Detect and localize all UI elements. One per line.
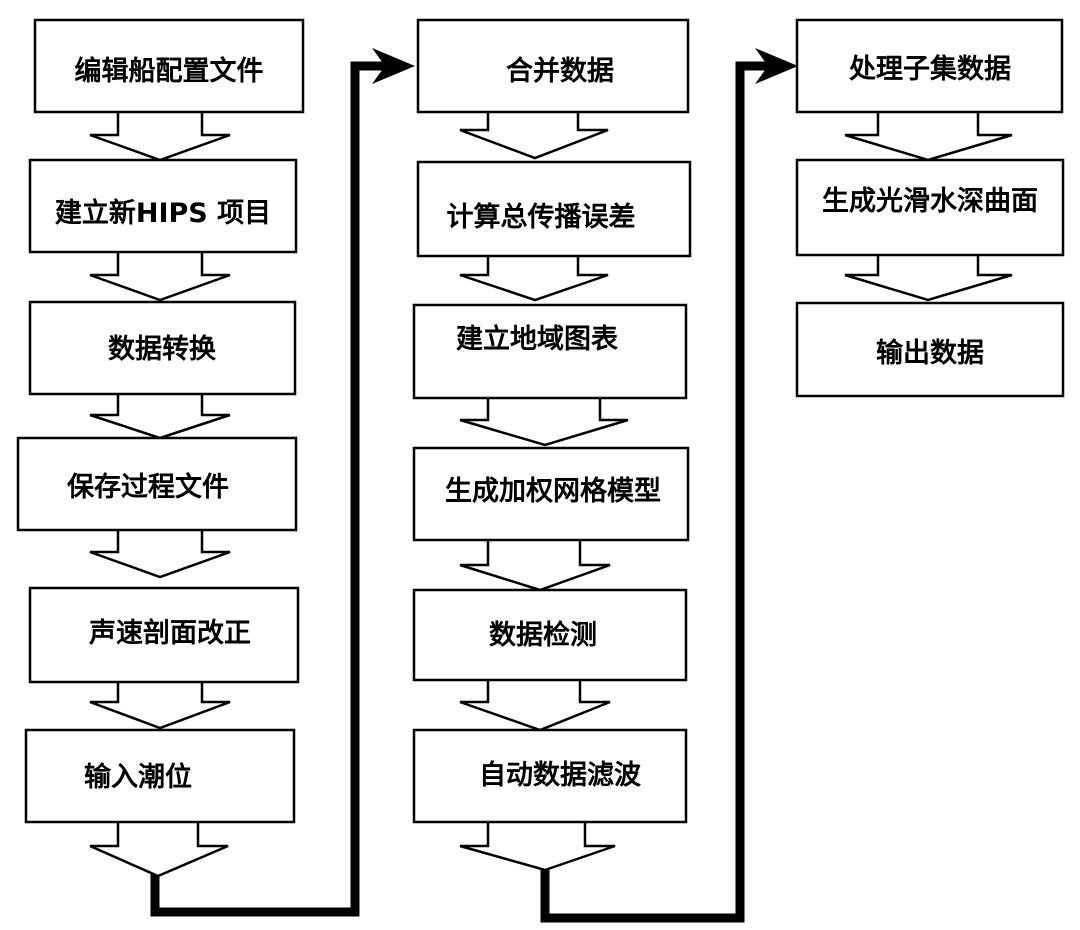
step-label: 生成加权网格模型 — [445, 476, 661, 507]
flow-arrow — [89, 682, 231, 730]
connector-column2-to-column3 — [540, 48, 798, 923]
flow-arrow — [459, 112, 609, 160]
step-label: 输入潮位 — [84, 761, 192, 793]
column-1: 编辑船配置文件 建立新HIPS 项目 数据转换 保存过程文件 声速剖面改正 输入… — [16, 18, 305, 878]
flow-arrow — [459, 398, 629, 447]
flow-arrow — [89, 112, 231, 162]
step-label: 编辑船配置文件 — [75, 55, 264, 87]
step-label: 计算总传播误差 — [447, 201, 636, 233]
step-box: 合并数据 — [416, 18, 690, 114]
step-box: 计算总传播误差 — [416, 160, 692, 258]
step-box: 输出数据 — [795, 301, 1065, 398]
step-box: 保存过程文件 — [16, 436, 298, 532]
flow-arrow — [459, 256, 609, 302]
step-box: 数据转换 — [28, 300, 297, 396]
step-box: 数据检测 — [412, 588, 688, 682]
step-label: 输出数据 — [876, 337, 984, 369]
step-box: 输入潮位 — [24, 728, 296, 824]
flow-arrow — [844, 112, 1013, 162]
step-box: 生成光滑水深曲面 — [795, 158, 1065, 257]
step-box: 建立新HIPS 项目 — [28, 158, 298, 254]
step-label: 自动数据滤波 — [479, 759, 642, 791]
step-label: 生成光滑水深曲面 — [822, 186, 1038, 217]
step-label: 数据转换 — [108, 334, 217, 365]
flow-arrow — [89, 394, 231, 440]
flow-arrow — [89, 530, 231, 579]
step-box: 声速剖面改正 — [28, 586, 300, 684]
flow-arrow — [459, 540, 611, 592]
step-box: 处理子集数据 — [795, 18, 1064, 114]
flow-arrow — [89, 252, 231, 302]
step-label: 建立新HIPS 项目 — [55, 197, 271, 229]
flow-arrow — [459, 822, 616, 872]
step-label: 保存过程文件 — [66, 471, 229, 503]
step-box: 建立地域图表 — [412, 303, 688, 400]
step-label: 声速剖面改正 — [89, 617, 251, 649]
flow-arrow — [844, 255, 1013, 302]
column-2: 合并数据 计算总传播误差 建立地域图表 生成加权网格模型 数据检测 自动数据滤波 — [412, 18, 692, 872]
step-label: 处理子集数据 — [848, 53, 1011, 85]
step-box: 编辑船配置文件 — [33, 18, 305, 114]
column-3: 处理子集数据 生成光滑水深曲面 输出数据 — [795, 18, 1065, 398]
step-label: 数据检测 — [489, 619, 597, 651]
step-box: 生成加权网格模型 — [412, 446, 690, 542]
step-label: 合并数据 — [506, 55, 614, 87]
step-label: 建立地域图表 — [456, 323, 618, 355]
step-box: 自动数据滤波 — [412, 728, 688, 824]
flow-arrow — [459, 680, 611, 732]
flow-arrow — [89, 822, 229, 878]
connector-column1-to-column2 — [150, 48, 415, 917]
